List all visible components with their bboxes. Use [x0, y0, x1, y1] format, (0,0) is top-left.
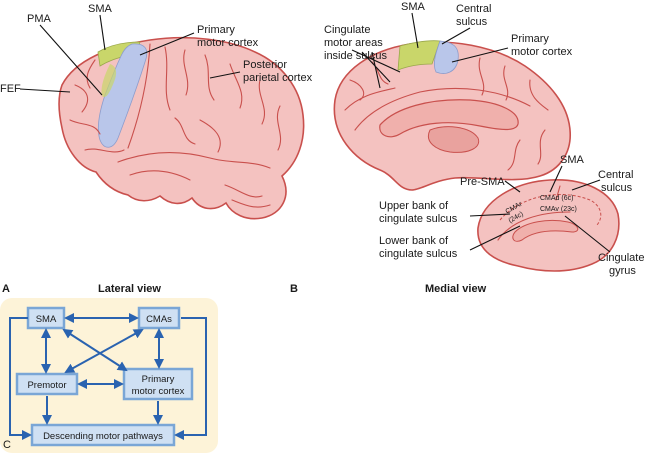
arrow-cmas-premotor: [64, 329, 144, 373]
lateral-motor-strip: [97, 43, 148, 148]
small-label-sma: SMA: [560, 154, 585, 166]
medial-label-central-1: Central: [456, 3, 491, 15]
medial-label-primary-2: motor cortex: [511, 46, 573, 58]
lateral-pma-region: [101, 64, 117, 98]
lateral-label-primary-1: Primary: [197, 24, 235, 36]
flow-label-primary-1: Primary: [142, 374, 175, 385]
panel-letter-c: C: [3, 439, 11, 451]
flow-diagram: C SMA CMAs Premotor Primary motor cortex…: [0, 298, 218, 453]
small-label-central-1: Central: [598, 169, 633, 181]
flow-label-premotor: Premotor: [27, 380, 66, 391]
panel-letter-b: B: [290, 283, 298, 295]
lateral-label-sma: SMA: [88, 3, 113, 15]
flow-label-cmas: CMAs: [146, 314, 172, 325]
medial-label-central-2: sulcus: [456, 16, 488, 28]
small-label-upper-1: Upper bank of: [379, 200, 449, 212]
small-label-lower-2: cingulate sulcus: [379, 248, 458, 260]
medial-label-cingulate-1: Cingulate: [324, 24, 370, 36]
medial-label-primary-1: Primary: [511, 33, 549, 45]
arrow-cmas-descending: [174, 317, 207, 440]
medial-view-title: Medial view: [425, 283, 487, 295]
small-corpus-callosum: [512, 219, 579, 242]
lateral-folds: [69, 43, 282, 208]
arrow-sma-descending: [9, 317, 32, 440]
small-label-upper-2: cingulate sulcus: [379, 213, 458, 225]
small-medial-brain: [477, 179, 620, 272]
small-label-gyrus-1: Cingulate: [598, 252, 644, 264]
flow-label-descending: Descending motor pathways: [43, 431, 163, 442]
medial-label-cingulate-2: motor areas: [324, 37, 383, 49]
thalamus: [428, 126, 480, 153]
corpus-callosum: [379, 99, 519, 138]
medial-folds: [344, 57, 549, 171]
medial-label-sma: SMA: [401, 1, 426, 13]
small-label-cmav: CMAv (23c): [540, 206, 577, 213]
lateral-brain: [58, 36, 305, 220]
small-label-central-2: sulcus: [601, 182, 633, 194]
small-label-cmad: CMAd (6c): [540, 195, 573, 202]
lateral-label-posterior-1: Posterior: [243, 59, 287, 71]
medial-brain: [333, 40, 571, 191]
medial-motor-region: [433, 40, 459, 74]
lateral-label-pma: PMA: [27, 13, 52, 25]
lateral-leader-lines: [19, 14, 241, 96]
panel-letter-a: A: [2, 283, 10, 295]
lateral-label-primary-2: motor cortex: [197, 37, 259, 49]
lateral-label-fef: FEF: [0, 83, 21, 95]
flow-label-sma: SMA: [36, 314, 57, 325]
flow-box-primary: [122, 367, 194, 401]
lateral-label-posterior-2: parietal cortex: [243, 72, 313, 84]
small-leader-lines: [469, 165, 611, 253]
flow-label-primary-2: motor cortex: [132, 386, 185, 397]
small-label-presma: Pre-SMA: [460, 176, 505, 188]
medial-sma-region: [397, 40, 441, 71]
lateral-view-title: Lateral view: [98, 283, 161, 295]
small-label-gyrus-2: gyrus: [609, 265, 636, 277]
small-label-lower-1: Lower bank of: [379, 235, 449, 247]
medial-leader-lines: [351, 12, 509, 89]
